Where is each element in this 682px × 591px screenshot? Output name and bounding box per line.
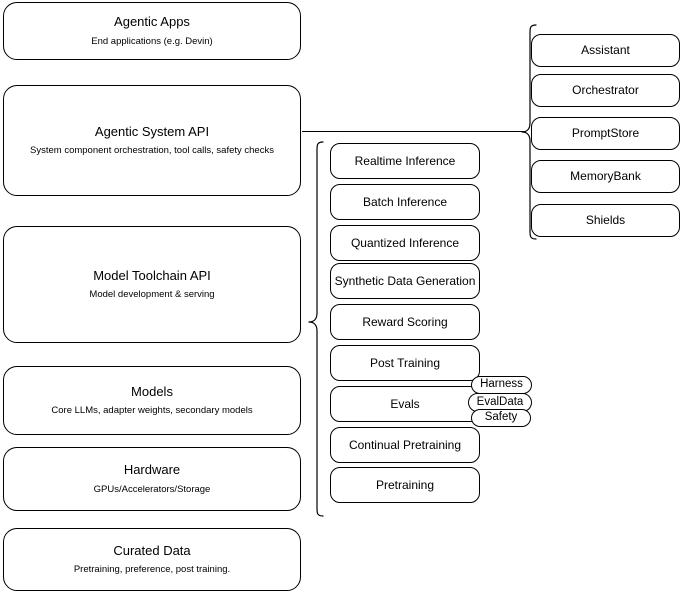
layer-subtitle: Core LLMs, adapter weights, secondary mo… xyxy=(51,405,253,417)
layer-title: Model Toolchain API xyxy=(93,267,211,283)
agentic-component-box-memorybank[interactable]: MemoryBank xyxy=(531,160,680,193)
connector-agentic-system-api-to-components xyxy=(302,131,524,132)
layer-subtitle: System component orchestration, tool cal… xyxy=(30,145,274,157)
layer-box-models[interactable]: Models Core LLMs, adapter weights, secon… xyxy=(3,366,301,435)
toolchain-label: Pretraining xyxy=(375,477,435,492)
eval-pill-label: Harness xyxy=(480,378,523,391)
layer-box-hardware[interactable]: Hardware GPUs/Accelerators/Storage xyxy=(3,447,301,511)
agentic-component-label: Shields xyxy=(585,213,626,227)
toolchain-box-continual-pretraining[interactable]: Continual Pretraining xyxy=(330,427,480,463)
agentic-component-label: Orchestrator xyxy=(572,83,639,97)
toolchain-label: Quantized Inference xyxy=(350,235,460,250)
layer-title: Curated Data xyxy=(113,542,191,558)
toolchain-box-post-training[interactable]: Post Training xyxy=(330,345,480,381)
agentic-component-label: MemoryBank xyxy=(570,169,641,183)
eval-pill-label: Safety xyxy=(484,411,518,424)
toolchain-label: Evals xyxy=(390,396,420,411)
layer-subtitle: Pretraining, preference, post training. xyxy=(73,564,231,576)
curly-brace-agentic-system-icon xyxy=(521,24,537,240)
curly-brace-toolchain-icon xyxy=(308,141,324,517)
toolchain-box-batch-inference[interactable]: Batch Inference xyxy=(330,184,480,220)
layer-subtitle: Model development & serving xyxy=(89,289,215,301)
agentic-component-box-promptstore[interactable]: PromptStore xyxy=(531,117,680,150)
layer-title: Hardware xyxy=(123,462,181,478)
layer-subtitle: GPUs/Accelerators/Storage xyxy=(93,483,211,495)
layer-box-curated-data[interactable]: Curated Data Pretraining, preference, po… xyxy=(3,528,301,591)
toolchain-label: Reward Scoring xyxy=(362,314,448,329)
layer-title: Agentic Apps xyxy=(114,14,190,30)
toolchain-label: Continual Pretraining xyxy=(348,437,462,452)
agentic-component-box-orchestrator[interactable]: Orchestrator xyxy=(531,74,680,107)
agentic-component-box-shields[interactable]: Shields xyxy=(531,204,680,237)
layer-box-agentic-apps[interactable]: Agentic Apps End applications (e.g. Devi… xyxy=(3,2,301,60)
layer-subtitle: End applications (e.g. Devin) xyxy=(91,35,213,47)
layer-title: Models xyxy=(131,383,173,399)
toolchain-box-reward-scoring[interactable]: Reward Scoring xyxy=(330,304,480,340)
toolchain-box-realtime-inference[interactable]: Realtime Inference xyxy=(330,143,480,179)
agentic-component-box-assistant[interactable]: Assistant xyxy=(531,34,680,67)
layer-box-agentic-system-api[interactable]: Agentic System API System component orch… xyxy=(3,85,301,196)
toolchain-label: Synthetic Data Generation xyxy=(334,273,476,288)
eval-pill-label: EvalData xyxy=(476,395,524,408)
toolchain-label: Realtime Inference xyxy=(354,153,456,168)
layer-box-model-toolchain-api[interactable]: Model Toolchain API Model development & … xyxy=(3,226,301,343)
toolchain-box-synthetic-data-generation[interactable]: Synthetic Data Generation xyxy=(330,263,480,299)
agentic-component-label: Assistant xyxy=(581,43,630,57)
toolchain-label: Batch Inference xyxy=(362,194,448,209)
toolchain-label: Post Training xyxy=(369,355,441,370)
layer-title: Agentic System API xyxy=(94,123,210,139)
toolchain-box-quantized-inference[interactable]: Quantized Inference xyxy=(330,225,480,261)
toolchain-box-evals[interactable]: Evals xyxy=(330,386,480,422)
toolchain-box-pretraining[interactable]: Pretraining xyxy=(330,467,480,503)
agentic-component-label: PromptStore xyxy=(571,126,640,140)
eval-pill-harness[interactable]: Harness xyxy=(471,376,532,394)
eval-pill-safety[interactable]: Safety xyxy=(471,409,531,427)
